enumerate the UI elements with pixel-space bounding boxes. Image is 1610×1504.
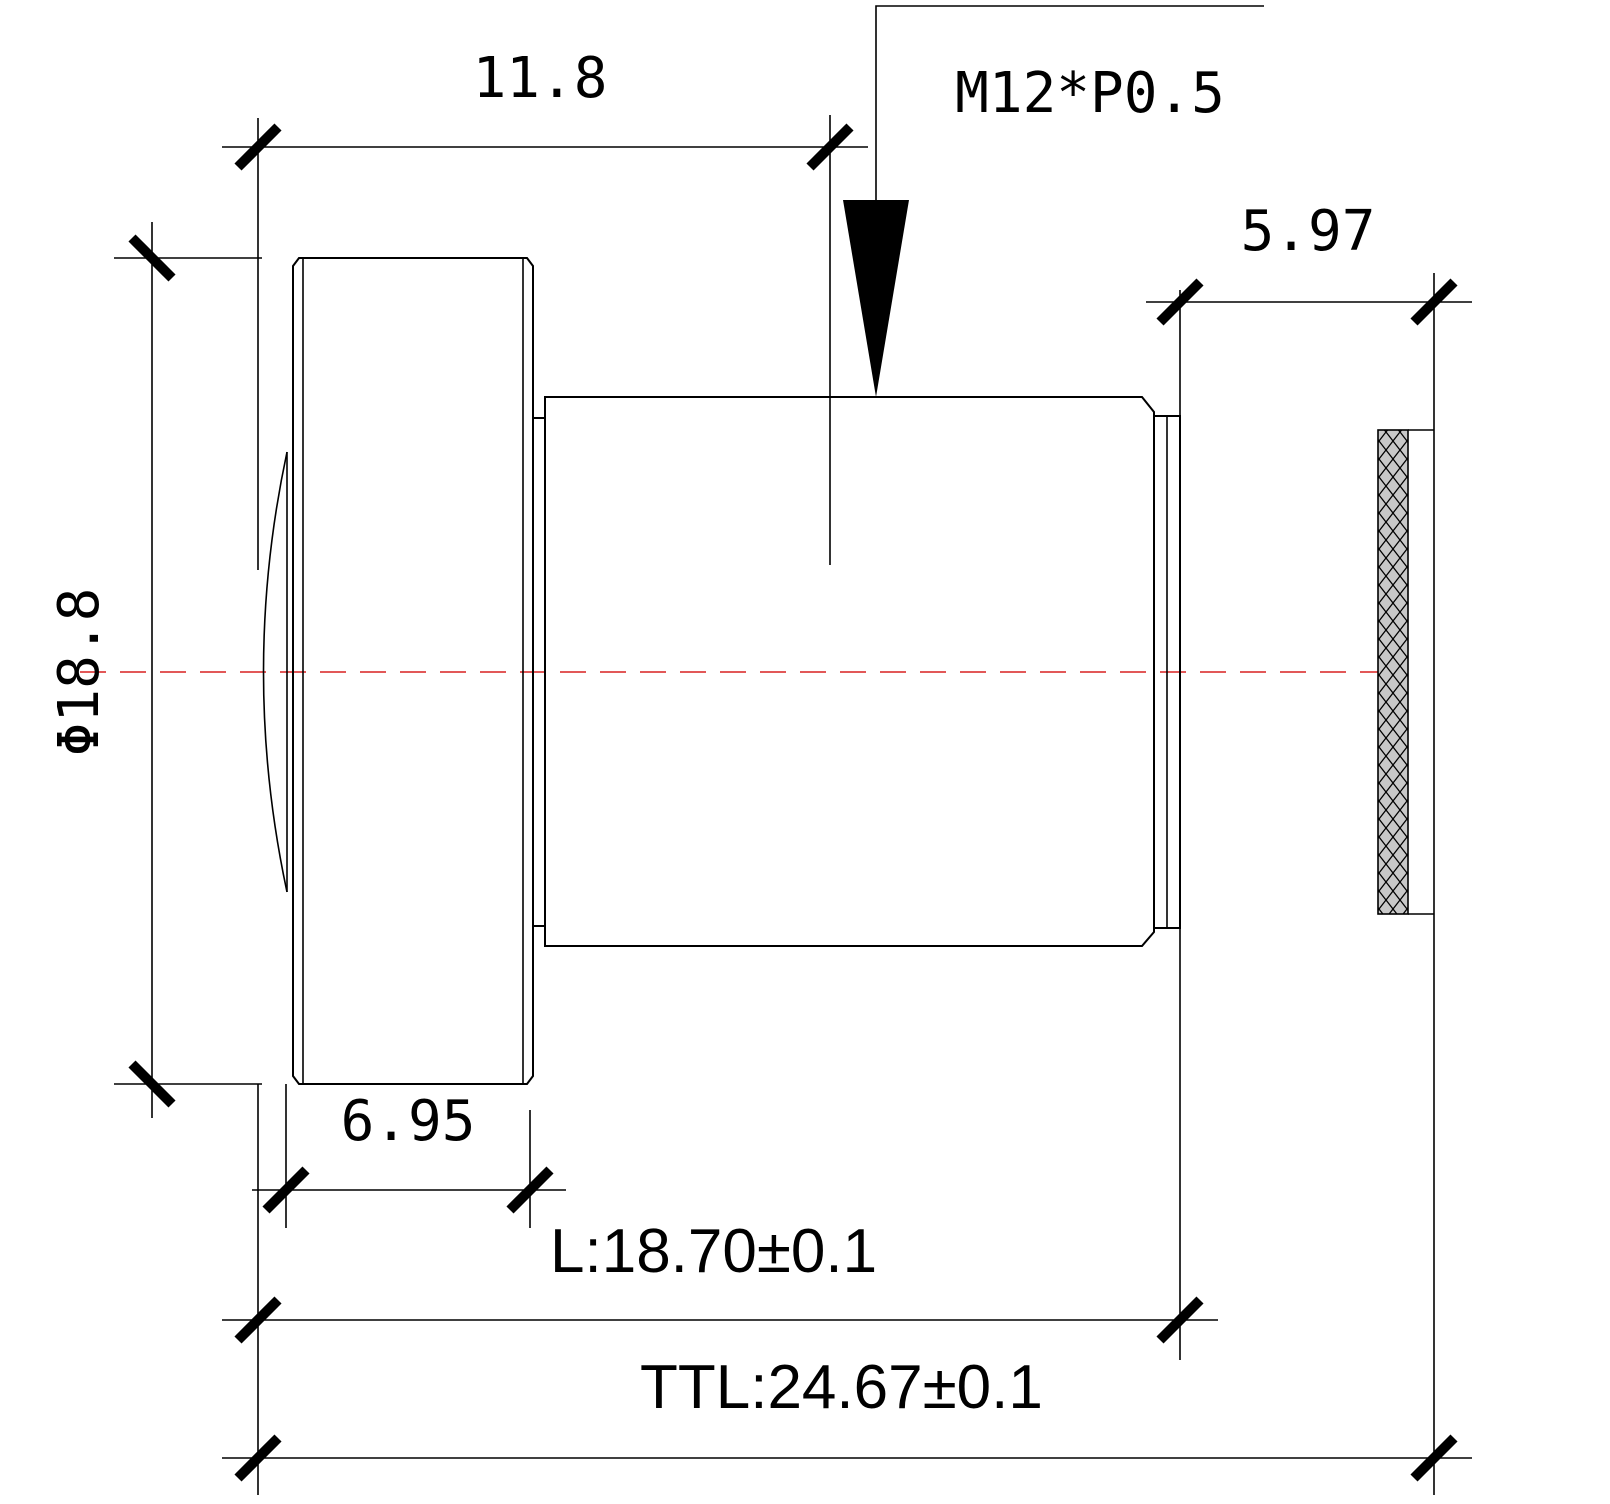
dim-head-length: 6.95 [341, 1089, 476, 1154]
dim-diameter-label: Φ18.8 [47, 588, 112, 757]
dim-5-97: 5.97 [1146, 199, 1472, 326]
leader-arrow [843, 200, 909, 397]
dim-back-focal: 5.97 [1241, 199, 1376, 264]
lens-head [262, 257, 534, 1085]
extension-lines [114, 115, 1435, 1495]
dim-11-8: 11.8 [222, 46, 868, 171]
dim-diameter: Φ18.8 [47, 222, 176, 1118]
sensor [1377, 429, 1434, 915]
dim-lens-length: L:18.70±0.1 [222, 1217, 1218, 1344]
dim-flange-thread-length: 11.8 [473, 46, 608, 111]
thread-leader: M12*P0.5 [843, 5, 1264, 397]
dim-lens-length-label: L:18.70±0.1 [550, 1217, 877, 1286]
dim-thread-spec: M12*P0.5 [955, 61, 1225, 126]
dim-6-95: 6.95 [252, 1089, 566, 1214]
dim-ttl-label: TTL:24.67±0.1 [640, 1353, 1043, 1422]
dim-ttl: TTL:24.67±0.1 [222, 1353, 1472, 1482]
